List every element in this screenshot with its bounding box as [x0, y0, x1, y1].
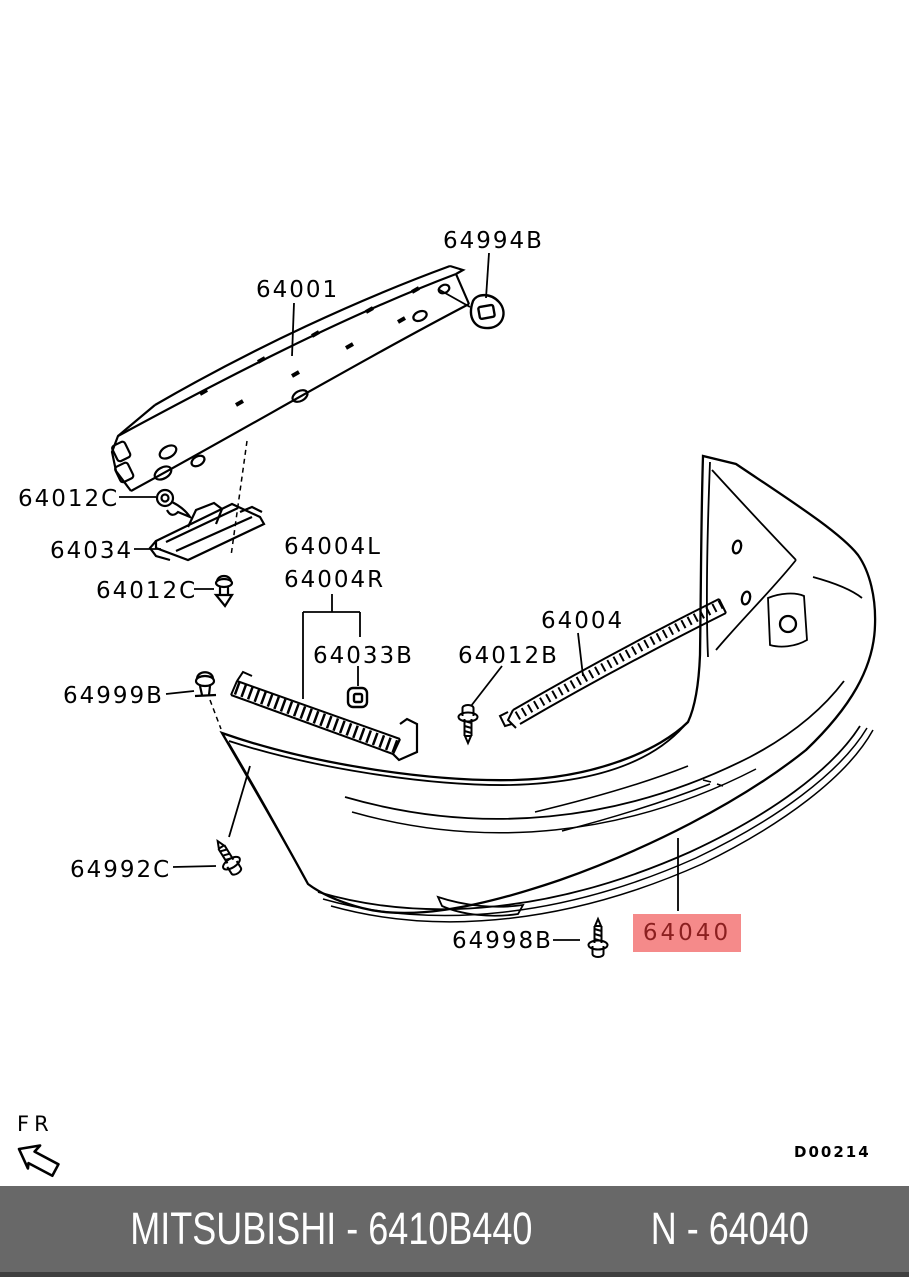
- part-label-64004r[interactable]: 64004R: [284, 567, 386, 593]
- part-label-64012c-lower[interactable]: 64012C: [96, 578, 198, 604]
- part-label-64033b[interactable]: 64033B: [313, 643, 414, 669]
- part-label-64004[interactable]: 64004: [541, 608, 625, 634]
- grommet-64994b-icon: [437, 288, 505, 330]
- clip-64999b-icon: [194, 671, 222, 730]
- part-label-64012c-upper[interactable]: 64012C: [18, 486, 120, 512]
- fr-direction-label: FR: [17, 1112, 54, 1136]
- beam-64001-drawing: [110, 264, 471, 492]
- part-label-64998b[interactable]: 64998B: [452, 928, 553, 954]
- screw-64998b-icon: [587, 916, 609, 958]
- part-label-64992c[interactable]: 64992C: [70, 857, 172, 883]
- strip-64004lr-drawing: [230, 670, 419, 762]
- bracket-64034-drawing: [148, 501, 266, 562]
- footer-part-info: MITSUBISHI - 6410B440: [130, 1203, 533, 1254]
- strip-64004-drawing: [498, 598, 727, 729]
- footer-ref-number: N - 64040: [650, 1203, 809, 1254]
- fr-arrow-icon: [17, 1144, 60, 1178]
- part-label-64012b[interactable]: 64012B: [458, 643, 559, 669]
- clip-64033b-icon: [346, 686, 369, 709]
- screw-64012c-upper-icon: [155, 488, 193, 520]
- part-label-64999b[interactable]: 64999B: [63, 683, 164, 709]
- leader-lines: [119, 252, 679, 941]
- part-label-64001[interactable]: 64001: [256, 277, 340, 303]
- clip-64012c-lower-icon: [213, 440, 248, 608]
- drawing-code: D00214: [794, 1143, 871, 1161]
- part-label-64994b[interactable]: 64994B: [443, 228, 544, 254]
- screw-64012b-icon: [457, 704, 479, 746]
- bumper-cover-drawing: [219, 454, 877, 923]
- part-label-64004l[interactable]: 64004L: [284, 534, 382, 560]
- screw-64992c-icon: [216, 838, 243, 876]
- part-label-64034[interactable]: 64034: [50, 538, 134, 564]
- part-label-64040-selected[interactable]: 64040: [633, 914, 741, 952]
- footer-bar: MITSUBISHI - 6410B440 N - 64040: [0, 1186, 909, 1277]
